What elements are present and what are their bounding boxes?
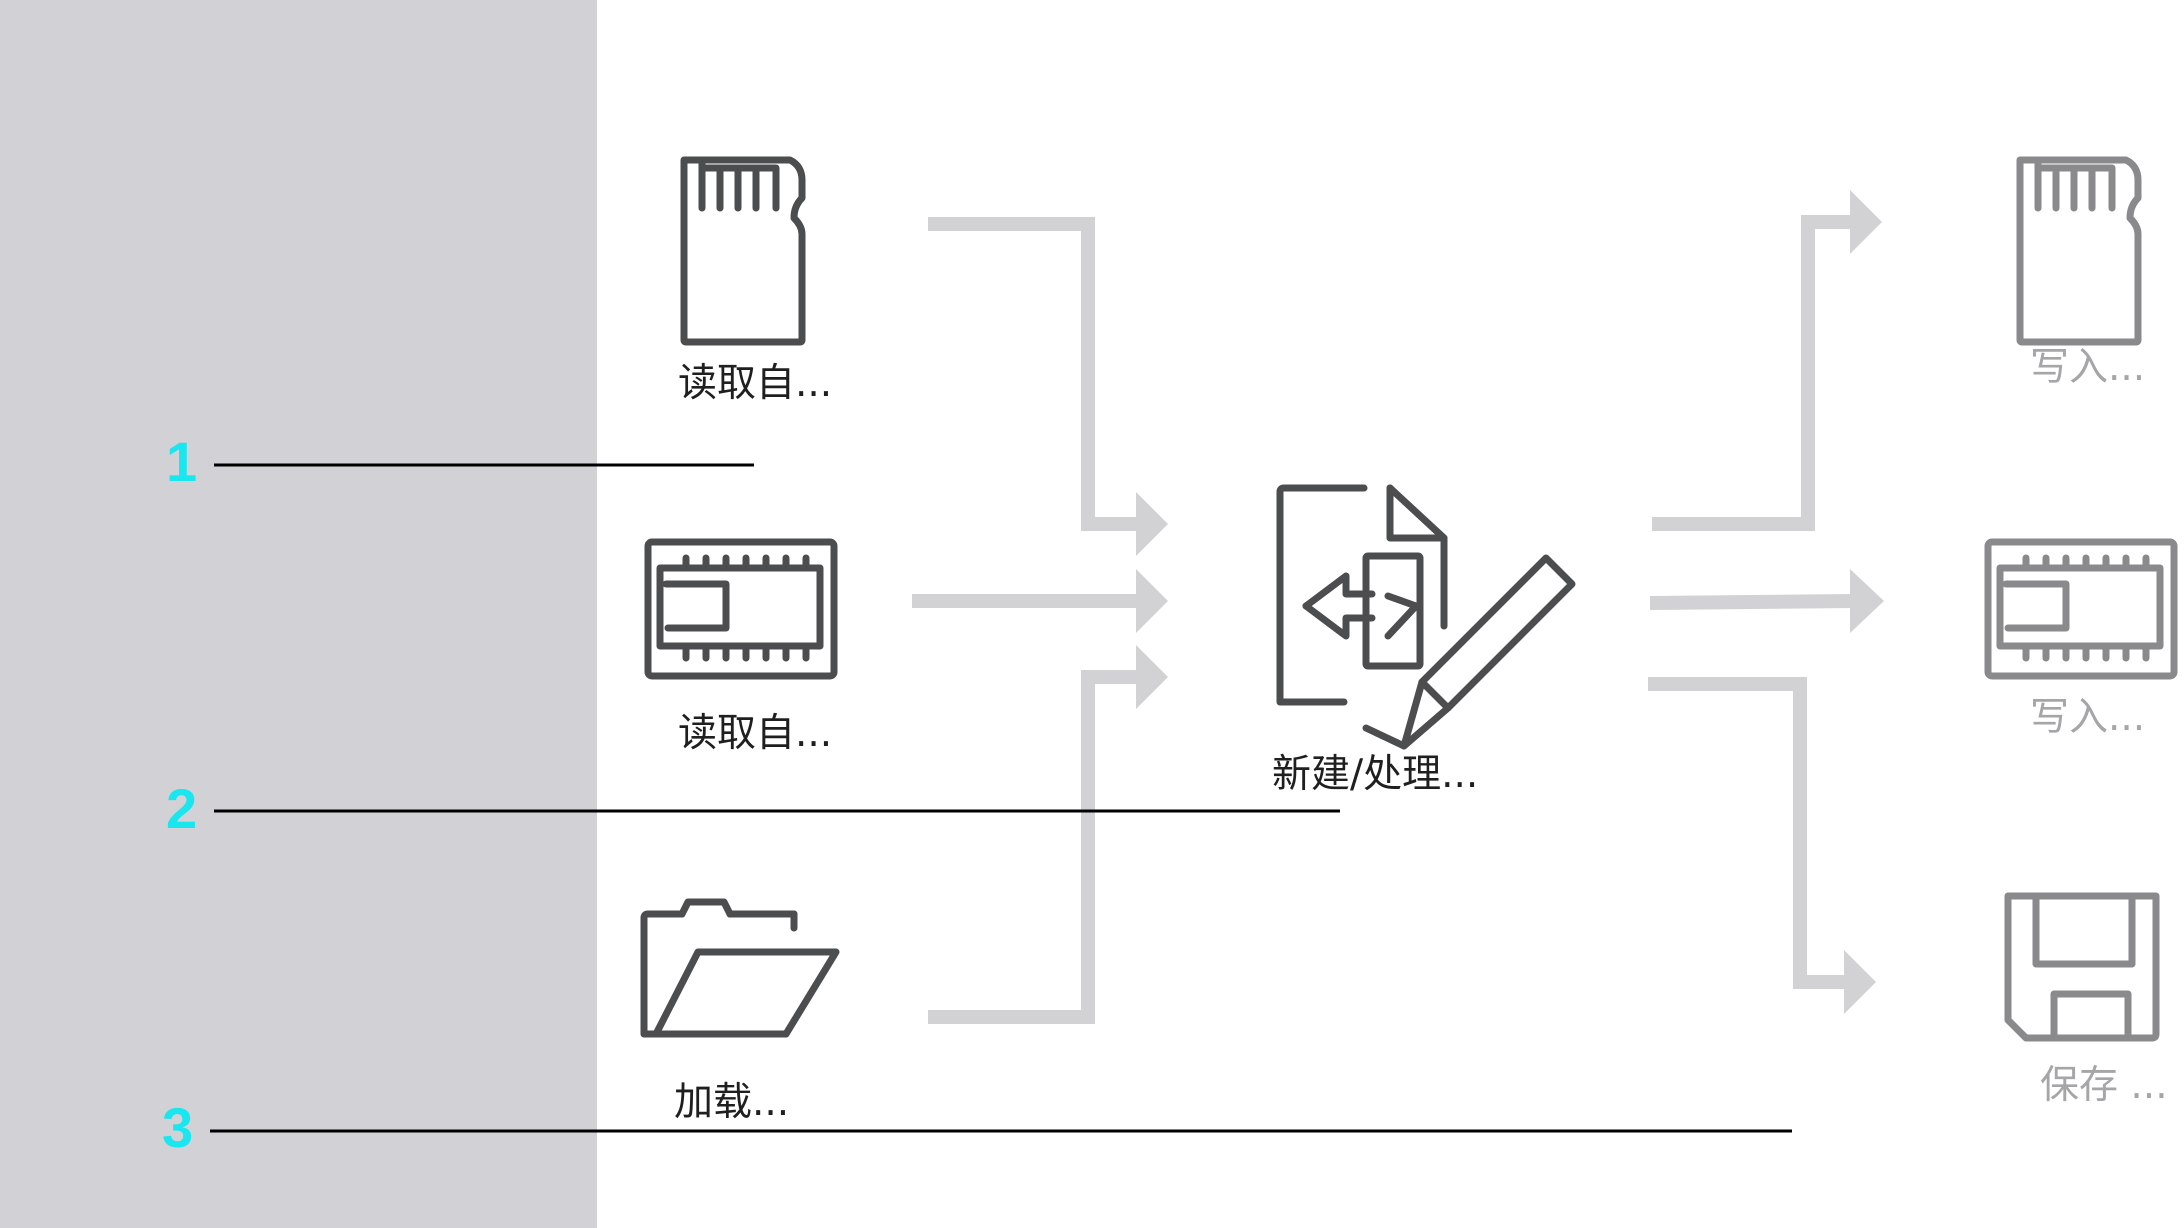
memory-chip-icon [644, 538, 838, 680]
output-label-memory: 写入... [2030, 695, 2146, 740]
callout-number-1: 1 [166, 430, 198, 493]
arrow-input-3-head [1136, 645, 1168, 709]
sidebar-panel [0, 0, 597, 1228]
input-label-memory: 读取自... [678, 711, 833, 756]
leader-lines [210, 463, 1792, 1133]
memory-chip-output-icon [1984, 538, 2178, 680]
arrow-center-to-output-1 [1652, 215, 1854, 531]
arrow-center-to-output-2 [1649, 594, 1855, 610]
floppy-disk-icon [2004, 892, 2160, 1042]
center-label: 新建/处理... [1272, 752, 1479, 797]
edit-document-icon [1276, 484, 1576, 750]
input-label-sd: 读取自... [678, 361, 833, 406]
sd-card-output-icon [2016, 156, 2142, 346]
arrow-output-3-head [1844, 950, 1876, 1014]
output-label-sd: 写入... [2030, 345, 2146, 390]
arrow-input-1-head [1136, 492, 1168, 556]
input-arrows [912, 217, 1168, 1024]
arrow-output-2-head [1850, 569, 1884, 633]
output-arrows [1648, 190, 1884, 1014]
arrow-center-to-output-3 [1648, 677, 1846, 989]
sd-card-icon [680, 156, 806, 346]
arrow-input-3-to-center [928, 670, 1142, 1024]
callout-number-2: 2 [166, 777, 198, 840]
arrow-input-2-head [1136, 569, 1168, 633]
folder-open-icon [640, 898, 840, 1038]
callout-number-3: 3 [162, 1096, 194, 1159]
arrow-output-1-head [1850, 190, 1882, 254]
arrow-input-1-to-center [928, 217, 1142, 531]
output-label-save: 保存 ... [2040, 1063, 2168, 1108]
input-label-load: 加载... [674, 1080, 790, 1125]
